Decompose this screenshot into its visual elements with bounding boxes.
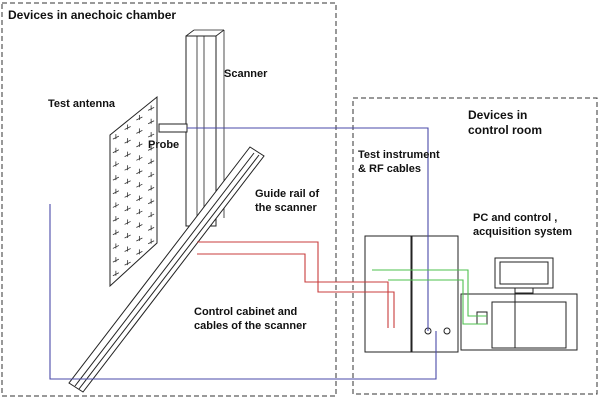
antenna-element-arm <box>147 147 155 151</box>
control-system-cable <box>372 269 487 325</box>
antenna-element-arm <box>112 204 120 208</box>
guide-rail <box>68 146 265 393</box>
antenna-element-arm <box>136 197 143 201</box>
antenna-element-arm <box>124 234 131 239</box>
antenna-element-arm <box>112 245 120 249</box>
control-cabinet-label-line1: Control cabinet and <box>194 306 298 318</box>
probe-label: Probe <box>148 139 180 151</box>
control-room-title-line1: Devices in <box>468 108 528 122</box>
antenna-element-arm <box>124 193 131 198</box>
rf-cable-probe <box>187 127 429 331</box>
scanner-label: Scanner <box>224 68 268 80</box>
antenna-element-arm <box>124 180 131 185</box>
antenna-element-arm <box>112 190 120 195</box>
test-antenna-label: Test antenna <box>48 98 116 110</box>
control-cabinet-label: Control cabinet and cables of the scanne… <box>194 305 307 333</box>
probe <box>158 123 188 133</box>
antenna-element-arm <box>124 166 131 171</box>
antenna-element-arm <box>112 217 120 222</box>
antenna-element-arm <box>136 116 143 121</box>
pc-system-label-line2: acquisition system <box>473 226 573 238</box>
test-instrument-label: Test instrument & RF cables <box>358 148 440 176</box>
antenna-element-arm <box>147 227 155 231</box>
rf-cable-antenna <box>49 204 437 380</box>
pc-workstation <box>460 257 578 351</box>
antenna-element-arm <box>124 248 131 252</box>
test-antenna <box>109 95 158 288</box>
antenna-element-arm <box>147 173 155 178</box>
antenna-element-arm <box>112 163 120 167</box>
antenna-element-arm <box>136 210 143 215</box>
anechoic-chamber-frame <box>1 2 337 397</box>
antenna-element-arm <box>124 221 131 225</box>
pc-system-label-line1: PC and control , <box>473 212 558 224</box>
antenna-element-arm <box>147 187 155 191</box>
antenna-element-arm <box>147 160 155 165</box>
control-room-title: Devices in control room <box>468 108 542 138</box>
control-room-title-line2: control room <box>468 123 542 137</box>
antenna-element-arm <box>112 135 120 140</box>
rf-port-right <box>443 327 451 335</box>
antenna-element-arm <box>112 176 120 181</box>
antenna-element-arm <box>112 258 120 263</box>
antenna-element-arm <box>136 183 143 188</box>
antenna-element-arm <box>124 207 131 212</box>
rf-instrument-cabinet <box>411 235 459 353</box>
antenna-element-arm <box>147 213 155 218</box>
test-instrument-label-line2: & RF cables <box>358 163 421 175</box>
scanner-tower <box>185 29 225 227</box>
test-instrument-label-line1: Test instrument <box>358 149 440 161</box>
antenna-element-arm <box>136 224 143 228</box>
antenna-element-arm <box>136 251 143 255</box>
control-room-frame <box>352 97 598 395</box>
control-cabinet-label-line2: cables of the scanner <box>194 320 307 332</box>
guide-rail-label-line1: Guide rail of <box>255 188 320 200</box>
antenna-element-arm <box>112 272 120 277</box>
antenna-element-arm <box>147 133 155 138</box>
scanner-control-cable <box>197 241 395 328</box>
antenna-element-arm <box>112 231 120 236</box>
guide-rail-label-line2: the scanner <box>255 202 317 214</box>
antenna-element-arm <box>147 200 155 205</box>
antenna-element-arm <box>147 107 155 111</box>
antenna-element-arm <box>136 237 143 242</box>
antenna-element-arm <box>124 153 131 157</box>
antenna-element-arm <box>136 130 143 134</box>
pc-system-label: PC and control , acquisition system <box>473 211 572 239</box>
antenna-element-arm <box>124 139 131 144</box>
guide-rail-label: Guide rail of the scanner <box>255 187 319 215</box>
antenna-elements <box>112 105 155 277</box>
anechoic-chamber-title: Devices in anechoic chamber <box>8 8 177 22</box>
antenna-element-arm <box>136 156 143 161</box>
antenna-element-arm <box>124 261 131 266</box>
antenna-element-arm <box>136 170 143 175</box>
antenna-element-arm <box>147 240 155 245</box>
antenna-element-arm <box>147 120 155 125</box>
antenna-element-arm <box>112 149 120 154</box>
antenna-element-arm <box>136 143 143 148</box>
antenna-element-arm <box>124 126 131 130</box>
